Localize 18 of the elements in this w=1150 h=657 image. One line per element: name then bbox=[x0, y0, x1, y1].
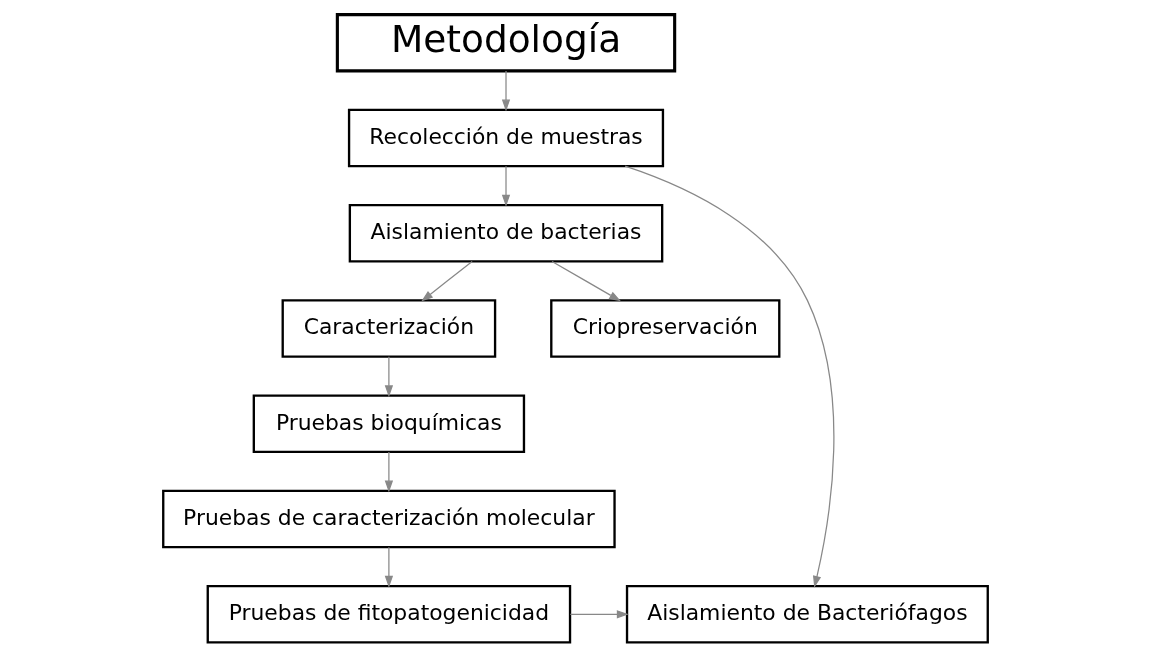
arrow bbox=[624, 165, 834, 588]
node-box: Pruebas de fitopatogenicidad bbox=[206, 585, 571, 644]
node-box: Pruebas bioquímicas bbox=[252, 394, 525, 454]
node-box: Recolección de muestras bbox=[347, 108, 664, 168]
node-box: Pruebas de caracterización molecular bbox=[161, 489, 616, 549]
arrow bbox=[420, 260, 473, 302]
arrow bbox=[501, 70, 510, 112]
arrow bbox=[550, 260, 621, 302]
node-box: Metodología bbox=[335, 13, 676, 73]
node-box: Aislamiento de bacterias bbox=[348, 203, 663, 263]
node-box: Criopreservación bbox=[549, 299, 780, 358]
arrow bbox=[384, 546, 393, 588]
node-box: Caracterización bbox=[281, 299, 496, 358]
arrow bbox=[384, 356, 393, 398]
node-box: Aislamiento de Bacteriófagos bbox=[625, 585, 989, 644]
arrow bbox=[501, 165, 510, 207]
arrow bbox=[569, 610, 629, 619]
arrow bbox=[384, 451, 393, 493]
